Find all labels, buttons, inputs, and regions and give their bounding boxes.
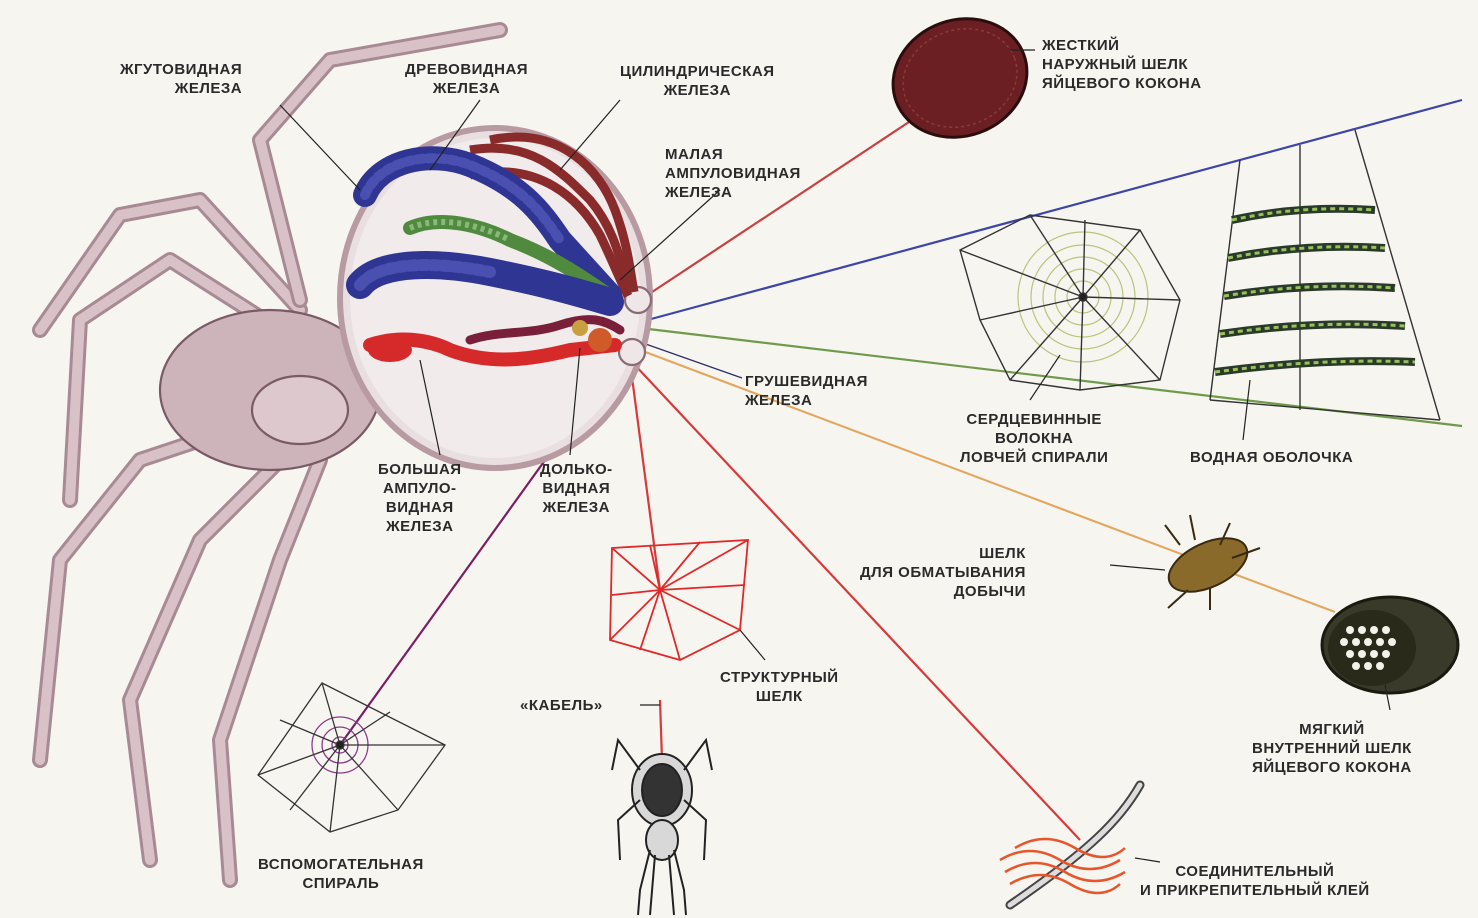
line-to-structural xyxy=(630,362,660,590)
line-piriform xyxy=(640,342,742,378)
label-aqueous-coat: ВОДНАЯ ОБОЛОЧКА xyxy=(1190,448,1353,467)
wrapped-prey-illustration xyxy=(1161,515,1260,610)
line-cable xyxy=(660,700,662,760)
structural-silk-illustration xyxy=(610,540,748,660)
hanging-spider-illustration xyxy=(612,740,712,915)
label-dragline: «КАБЕЛЬ» xyxy=(520,696,603,715)
spider-body xyxy=(40,30,651,880)
egg-sac-outer-illustration xyxy=(876,0,1043,156)
spinneret xyxy=(619,339,645,365)
spider-leg xyxy=(220,460,320,880)
aciniform-gland xyxy=(588,328,612,352)
spider-leg xyxy=(130,460,280,860)
attachment-glue-illustration xyxy=(1000,785,1140,905)
spider-sternum xyxy=(252,376,348,444)
aqueous-coat-illustration xyxy=(1210,130,1440,420)
auxiliary-spiral-illustration xyxy=(258,683,445,832)
egg-sac-inner-illustration xyxy=(1322,597,1458,693)
orb-web-illustration xyxy=(960,215,1180,390)
